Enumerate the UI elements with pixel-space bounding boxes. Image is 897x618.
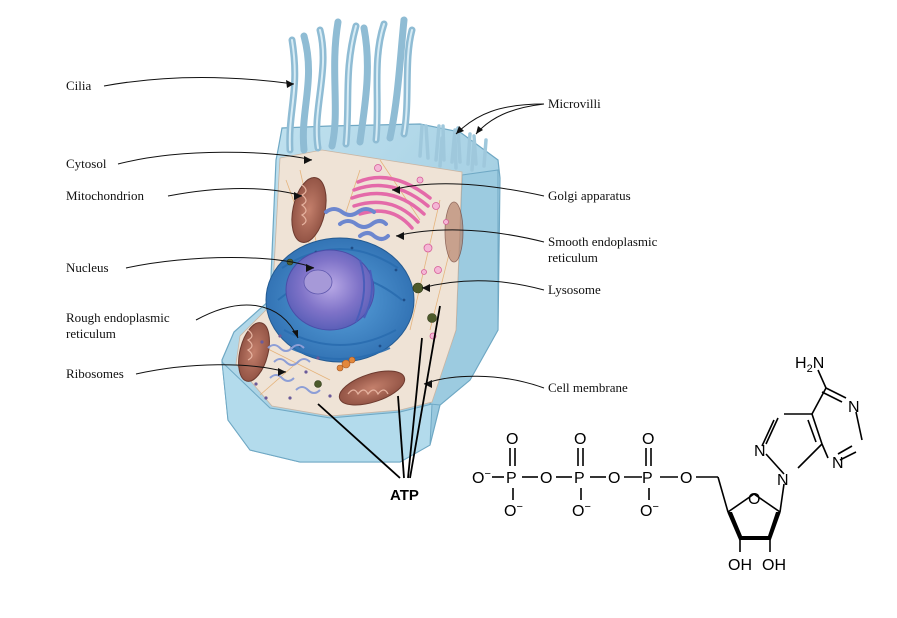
nucleolus: [303, 269, 333, 295]
leader-microvilli-a: [455, 103, 545, 135]
mitochondrion-shape: [338, 370, 406, 406]
atom-p: P: [642, 470, 653, 487]
label-cilia: Cilia: [66, 78, 92, 93]
leader-cell-membrane: [423, 375, 545, 389]
leader-cilia: [103, 76, 295, 87]
cilia-highlights: [288, 23, 413, 151]
atp-molecule: O− P O O− O P O O− O P O O− O O N N N N …: [472, 355, 863, 574]
atom-o: O: [680, 470, 692, 487]
label-ribosomes: Ribosomes: [66, 366, 124, 381]
leader-cytosol: [117, 151, 313, 165]
microvilli-bundle: [418, 124, 488, 172]
atom-amine: H2N: [795, 355, 824, 375]
label-cell-membrane: Cell membrane: [548, 380, 628, 395]
golgi-vesicles: [374, 164, 449, 340]
ribosome-dots: [254, 334, 332, 400]
nucleus-group: [265, 237, 415, 363]
atom-n1: N: [848, 399, 860, 416]
leader-lysosome: [421, 280, 545, 291]
atom-n7: N: [754, 443, 766, 460]
cell-illustration: [221, 16, 501, 463]
atom-n3: N: [832, 455, 844, 472]
label-smooth-er-2: reticulum: [548, 250, 598, 265]
atom-ring-o: O: [748, 491, 760, 508]
label-nucleus: Nucleus: [66, 260, 109, 275]
label-mitochondrion: Mitochondrion: [66, 188, 144, 203]
atom-o: O: [574, 431, 586, 448]
leader-arrowheads: [278, 80, 483, 388]
atom-o-minus: O−: [472, 468, 491, 487]
atom-o: O: [642, 431, 654, 448]
leader-ribosomes: [135, 364, 287, 375]
leader-smooth-er: [395, 229, 545, 243]
lysosomes: [286, 258, 437, 388]
label-atp: ATP: [390, 487, 419, 504]
leader-golgi: [391, 183, 545, 197]
atom-oh-2: OH: [728, 557, 752, 574]
label-golgi: Golgi apparatus: [548, 188, 631, 203]
mitochondrion-shape: [444, 201, 464, 263]
label-rough-er-2: reticulum: [66, 326, 116, 341]
atom-o-minus: O−: [572, 501, 591, 520]
vesicle-cluster: [336, 356, 356, 372]
label-lysosome: Lysosome: [548, 282, 601, 297]
ribosome-chains: [267, 344, 321, 394]
leader-rough-er: [195, 304, 299, 339]
atp-atoms: O− P O O− O P O O− O P O O− O O N N N N …: [472, 355, 860, 574]
atom-p: P: [506, 470, 517, 487]
atp-arrows: [317, 305, 441, 479]
label-microvilli: Microvilli: [548, 96, 601, 111]
atom-p: P: [574, 470, 585, 487]
leader-mitochondrion: [167, 188, 303, 197]
label-cytosol: Cytosol: [66, 156, 107, 171]
atom-o: O: [608, 470, 620, 487]
atom-oh-3: OH: [762, 557, 786, 574]
cell-membrane-front: [221, 360, 433, 463]
mitochondria-group: [238, 177, 464, 406]
atp-bonds: [492, 369, 863, 552]
label-rough-er-1: Rough endoplasmic: [66, 310, 170, 325]
leader-lines: [103, 76, 545, 389]
atom-o: O: [540, 470, 552, 487]
atom-n9: N: [777, 472, 789, 489]
label-group: Cilia Cytosol Mitochondrion Nucleus Roug…: [66, 78, 658, 504]
atom-o: O: [506, 431, 518, 448]
leader-microvilli-b: [475, 103, 545, 135]
leader-nucleus: [125, 257, 315, 269]
smooth-er: [324, 207, 390, 241]
golgi-apparatus: [350, 175, 432, 230]
atom-o-minus: O−: [640, 501, 659, 520]
atom-o-minus: O−: [504, 501, 523, 520]
label-smooth-er-1: Smooth endoplasmic: [548, 234, 658, 249]
